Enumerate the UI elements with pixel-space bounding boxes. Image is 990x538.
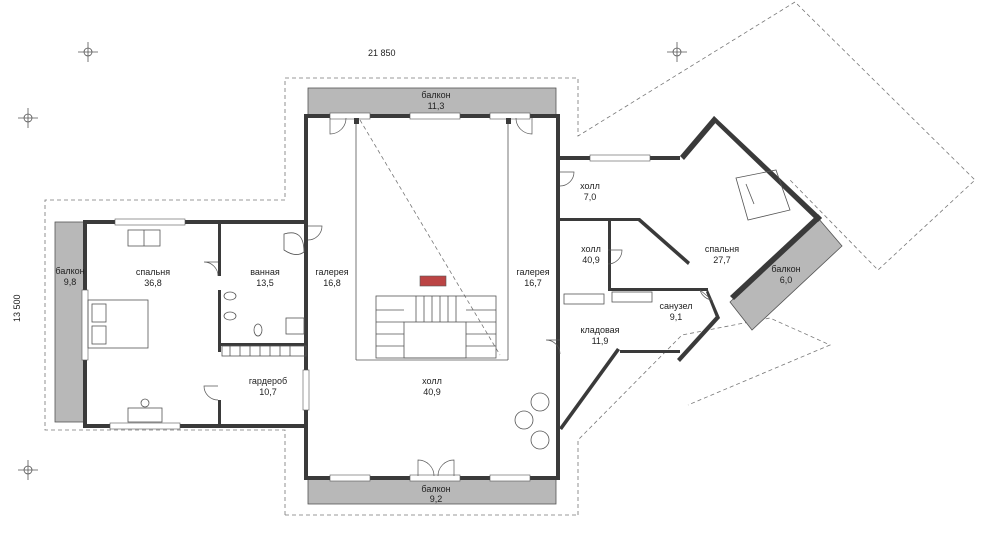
room-name-hall-mid: холл xyxy=(581,244,601,254)
room-name-balcony-left: балкон xyxy=(55,266,84,276)
dimension-markers xyxy=(18,42,687,480)
room-name-wardrobe: гардероб xyxy=(249,376,287,386)
room-name-bedroom-left: спальня xyxy=(136,267,170,277)
room-name-balcony-right: балкон xyxy=(771,264,800,274)
balcony-right-slab xyxy=(729,217,843,331)
room-area-balcony-right: 6,0 xyxy=(780,275,793,285)
walls xyxy=(83,114,822,480)
doors xyxy=(203,117,714,477)
room-name-bathroom: ванная xyxy=(250,267,280,277)
sofa-icon xyxy=(127,229,161,247)
room-name-bedroom-right: спальня xyxy=(705,244,739,254)
roof-outline xyxy=(44,1,976,516)
fireplace-icon xyxy=(419,275,447,287)
room-area-storage: 11,9 xyxy=(592,336,609,346)
sink-icon xyxy=(223,291,237,321)
room-area-wc: 9,1 xyxy=(670,312,683,322)
room-name-balcony-bottom: балкон xyxy=(421,484,450,494)
room-name-gallery-left: галерея xyxy=(315,267,348,277)
room-name-hall-main: холл xyxy=(422,376,442,386)
room-area-balcony-left: 9,8 xyxy=(64,277,77,287)
room-name-wc: санузел xyxy=(660,301,693,311)
room-area-hall-small: 7,0 xyxy=(584,192,597,202)
width-dimension-label: 21 850 xyxy=(368,48,396,58)
room-area-hall-main: 40,9 xyxy=(423,387,441,397)
room-area-bathroom: 13,5 xyxy=(256,278,274,288)
balcony-left-slab xyxy=(54,221,86,423)
wardrobe-rail-icon xyxy=(221,345,307,357)
room-area-hall-mid: 40,9 xyxy=(582,255,600,265)
room-name-gallery-right: галерея xyxy=(516,267,549,277)
desk-icon xyxy=(127,398,163,423)
room-name-hall-small: холл xyxy=(580,181,600,191)
windows xyxy=(81,112,651,482)
room-area-bedroom-left: 36,8 xyxy=(144,278,162,288)
room-area-gallery-right: 16,7 xyxy=(524,278,542,288)
room-area-gallery-left: 16,8 xyxy=(323,278,341,288)
bed-left-icon xyxy=(87,299,149,349)
height-dimension-label: 13 500 xyxy=(12,294,22,322)
room-area-balcony-bottom: 9,2 xyxy=(430,494,443,504)
armchairs-icon xyxy=(514,392,550,450)
staircase-icon xyxy=(375,295,497,359)
bathtub-icon xyxy=(283,232,305,255)
toilet-icon xyxy=(253,323,263,337)
room-name-storage: кладовая xyxy=(580,325,619,335)
bed-right-icon xyxy=(735,169,791,221)
room-area-bedroom-right: 27,7 xyxy=(713,255,731,265)
room-area-wardrobe: 10,7 xyxy=(259,387,277,397)
room-labels: балкон 11,3 балкон 9,8 спальня 36,8 ванн… xyxy=(55,90,800,504)
room-area-balcony-top: 11,3 xyxy=(428,101,445,111)
storage-shelves-icon xyxy=(563,291,653,305)
gallery-structure xyxy=(354,118,511,361)
room-name-balcony-top: балкон xyxy=(421,90,450,100)
shower-icon xyxy=(285,317,305,335)
